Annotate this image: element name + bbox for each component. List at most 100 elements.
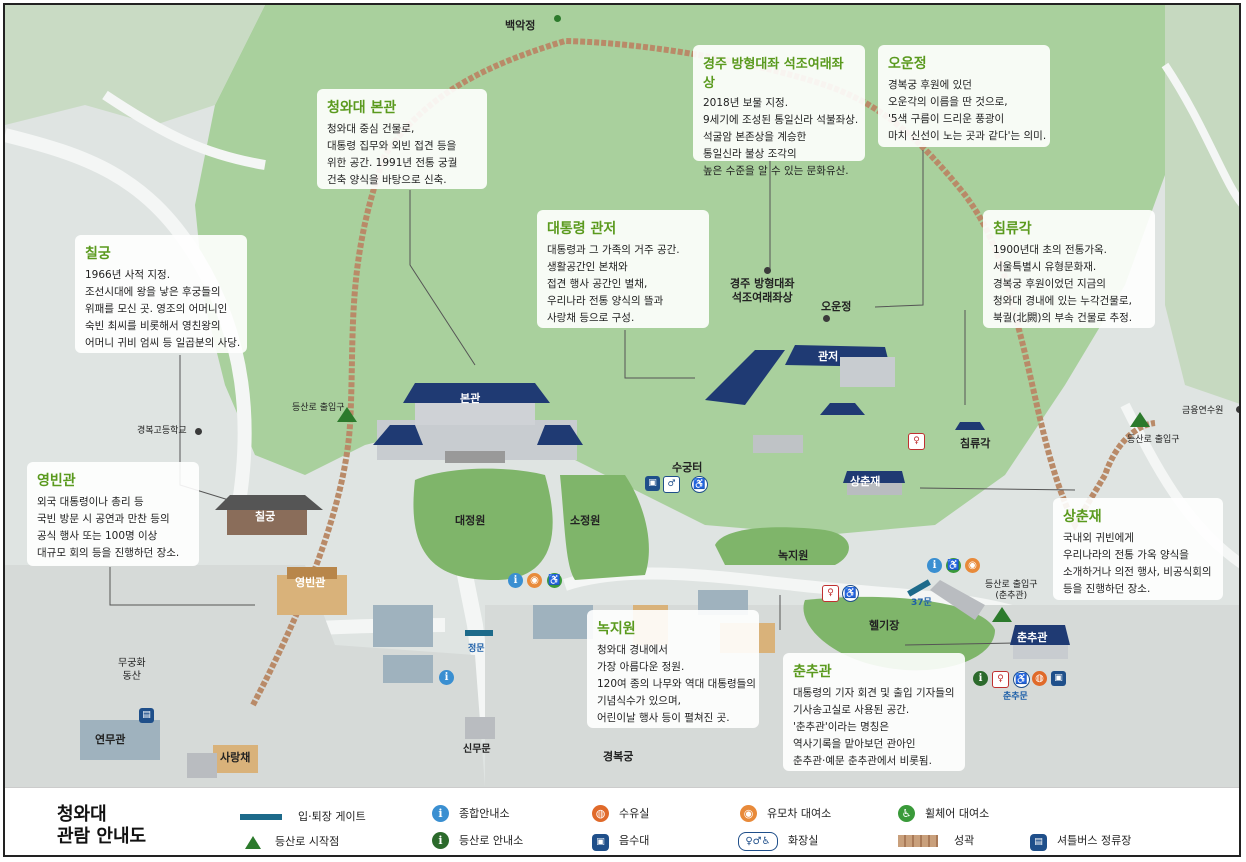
wheelchair-icon[interactable]: ♿ <box>547 573 562 588</box>
infobox-line: '춘추관'이라는 명칭은 <box>793 721 890 733</box>
trail-start-left <box>337 407 357 422</box>
gwanjeo-label: 관저 <box>818 350 839 363</box>
nursing-room-icon[interactable]: ◍ <box>1032 671 1047 686</box>
finance-institute-marker <box>1236 406 1239 413</box>
infobox-line: 국빈 방문 시 공연과 만찬 등의 <box>37 513 170 525</box>
shuttle-bus-icon[interactable]: ▤ <box>139 708 154 723</box>
legend-gate: 입·퇴장 게이트 <box>240 808 366 824</box>
infobox-line: 기념식수가 있으며, <box>597 695 681 707</box>
info-icon[interactable]: i <box>508 573 523 588</box>
infobox-line: 청와대 경내에서 <box>597 644 668 656</box>
daejeongwon-label: 대정원 <box>455 514 486 527</box>
baegakjeong-label: 백악정 <box>505 19 536 32</box>
chimryugak-building <box>955 422 985 430</box>
bonkwan-building <box>373 383 583 463</box>
nokjiwon-map-label: 녹지원 <box>778 549 809 562</box>
baegakjeong-marker <box>554 15 561 22</box>
stroller-icon[interactable]: ◉ <box>965 558 980 573</box>
infobox-line: '5색 구름이 드리운 풍광이 <box>888 113 1005 125</box>
legend-water: ▣음수대 <box>592 832 649 851</box>
gate-37 <box>907 579 931 597</box>
infobox-gyeongju: 경주 방형대좌 석조여래좌상 2018년 보물 지정. 9세기에 조성된 통일신… <box>693 45 865 177</box>
infobox-title: 경주 방형대좌 석조여래좌상 <box>703 57 844 91</box>
wheelchair-icon: ♿ <box>898 805 915 822</box>
infobox-title: 녹지원 <box>597 621 636 637</box>
restroom-icon[interactable]: ♀ <box>992 671 1009 688</box>
infobox-line: 접견 행사 공간인 별채, <box>547 278 648 290</box>
trail-info-icon: i <box>432 832 449 849</box>
jeongmun-gate <box>465 630 493 636</box>
infobox-title: 칠궁 <box>85 246 111 262</box>
water-fountain-icon[interactable]: ▣ <box>645 476 660 491</box>
ounjeong-marker <box>823 315 830 322</box>
infobox-title: 영빈관 <box>37 473 76 489</box>
nokjiwon-lawn <box>715 527 849 565</box>
ounjeong-label: 오운정 <box>821 300 852 313</box>
legend-wheelchair: ♿휠체어 대여소 <box>898 805 989 822</box>
infobox-line: 등을 진행하던 장소. <box>1063 583 1151 595</box>
info-icon[interactable]: i <box>927 558 942 573</box>
fortress-wall-icon <box>898 835 938 847</box>
legend-title-line: 청와대 <box>57 804 107 825</box>
infobox-line: 위한 공간. 1991년 전통 궁궐 <box>327 157 458 169</box>
trail-start-icon <box>245 835 261 849</box>
yeonmugwan-label: 연무관 <box>95 733 126 746</box>
yeongbingwan-building <box>277 567 347 615</box>
finance-institute-label: 금융연수원 <box>1182 406 1224 416</box>
restroom-icon[interactable]: ♂ <box>663 476 680 493</box>
legend-label: 화장실 <box>788 834 819 847</box>
stroller-icon[interactable]: ◉ <box>527 573 542 588</box>
sarangchae-building <box>213 745 258 773</box>
info-icon[interactable]: i <box>439 670 454 685</box>
trail-info-icon[interactable]: i <box>973 671 988 686</box>
restroom-icon[interactable]: ♀ <box>822 585 839 602</box>
legend-label: 유모차 대여소 <box>767 807 832 820</box>
legend-trail-start: 등산로 시작점 <box>245 833 339 849</box>
infobox-line: 숙빈 최씨를 비롯해서 영친왕의 <box>85 320 221 332</box>
legend-label: 등산로 안내소 <box>459 834 524 847</box>
wheelchair-icon[interactable]: ♿ <box>946 558 961 573</box>
infobox-gwanjeo: 대통령 관저 대통령과 그 가족의 거주 공간. 생활공간인 본채와 접견 행사… <box>537 210 709 328</box>
sarangchae-label: 사랑채 <box>220 751 251 764</box>
gyeongju-statue-label: 경주 방형대좌 석조여래좌상 <box>730 277 795 304</box>
gate-37-label: 37문 <box>911 598 932 608</box>
infobox-line: 대통령의 기자 회견 및 출입 기자들의 <box>793 687 955 699</box>
sugungteo-label: 수궁터 <box>672 461 703 474</box>
restroom-icon[interactable]: ♀ <box>908 433 925 450</box>
infobox-line: 우리나라의 전통 가옥 양식을 <box>1063 549 1189 561</box>
chilgung-map-label: 칠궁 <box>255 510 276 523</box>
daejeongwon-lawn <box>413 468 553 580</box>
legend-trail-info: i 등산로 안내소 <box>432 832 523 849</box>
wheelchair-icon[interactable]: ♿ <box>842 585 859 602</box>
school-label: 경복고등학교 <box>137 426 187 436</box>
infobox-ounjeong: 오운정 경복궁 후원에 있던 오운각의 이름을 딴 것으로, '5색 구름이 드… <box>878 45 1050 147</box>
trail-entrance-right-label: 등산로 출입구 <box>1127 435 1180 445</box>
infobox-bonkwan: 청와대 본관 청와대 중심 건물로, 대통령 집무와 외빈 접견 등을 위한 공… <box>317 89 487 189</box>
chilgung-building <box>215 495 323 535</box>
infobox-line: 서울특별시 유형문화재. <box>993 261 1097 273</box>
legend-wall: 성곽 <box>898 832 974 848</box>
chunchugwan-building <box>930 580 1070 659</box>
legend-label: 종합안내소 <box>459 807 510 820</box>
infobox-line: 기사송고실로 사용된 공간. <box>793 704 910 716</box>
infobox-line: 역사기록을 맡아보던 관아인 <box>793 738 916 750</box>
water-fountain-icon[interactable]: ▣ <box>1051 671 1066 686</box>
sojeongwon-lawn <box>560 475 649 580</box>
infobox-line: 대통령 집무와 외빈 접견 등을 <box>327 140 457 152</box>
restroom-icon: ♀♂♿ <box>738 832 778 851</box>
infobox-line: 북궐(北闕)의 부속 건물로 추정. <box>993 312 1133 324</box>
infobox-title: 청와대 본관 <box>327 100 397 116</box>
infobox-sangchunjae: 상춘재 국내외 귀빈에게 우리나라의 전통 가옥 양식을 소개하거나 의전 행사… <box>1053 498 1223 600</box>
infobox-title: 오운정 <box>888 56 927 72</box>
yeonmugwan-building <box>80 720 160 760</box>
wheelchair-icon[interactable]: ♿ <box>691 476 708 493</box>
legend-restroom: ♀♂♿ 화장실 <box>738 832 818 851</box>
wheelchair-icon[interactable]: ♿ <box>1013 671 1030 688</box>
legend-label: 성곽 <box>954 834 975 847</box>
infobox-line: 어머니 귀비 엄씨 등 일곱분의 사당. <box>85 337 241 349</box>
infobox-title: 상춘재 <box>1063 509 1102 525</box>
infobox-line: 어린이날 행사 등이 펼쳐진 곳. <box>597 712 730 724</box>
jeongmun-label: 정문 <box>468 644 485 654</box>
infobox-line: 2018년 보물 지정. <box>703 97 789 109</box>
